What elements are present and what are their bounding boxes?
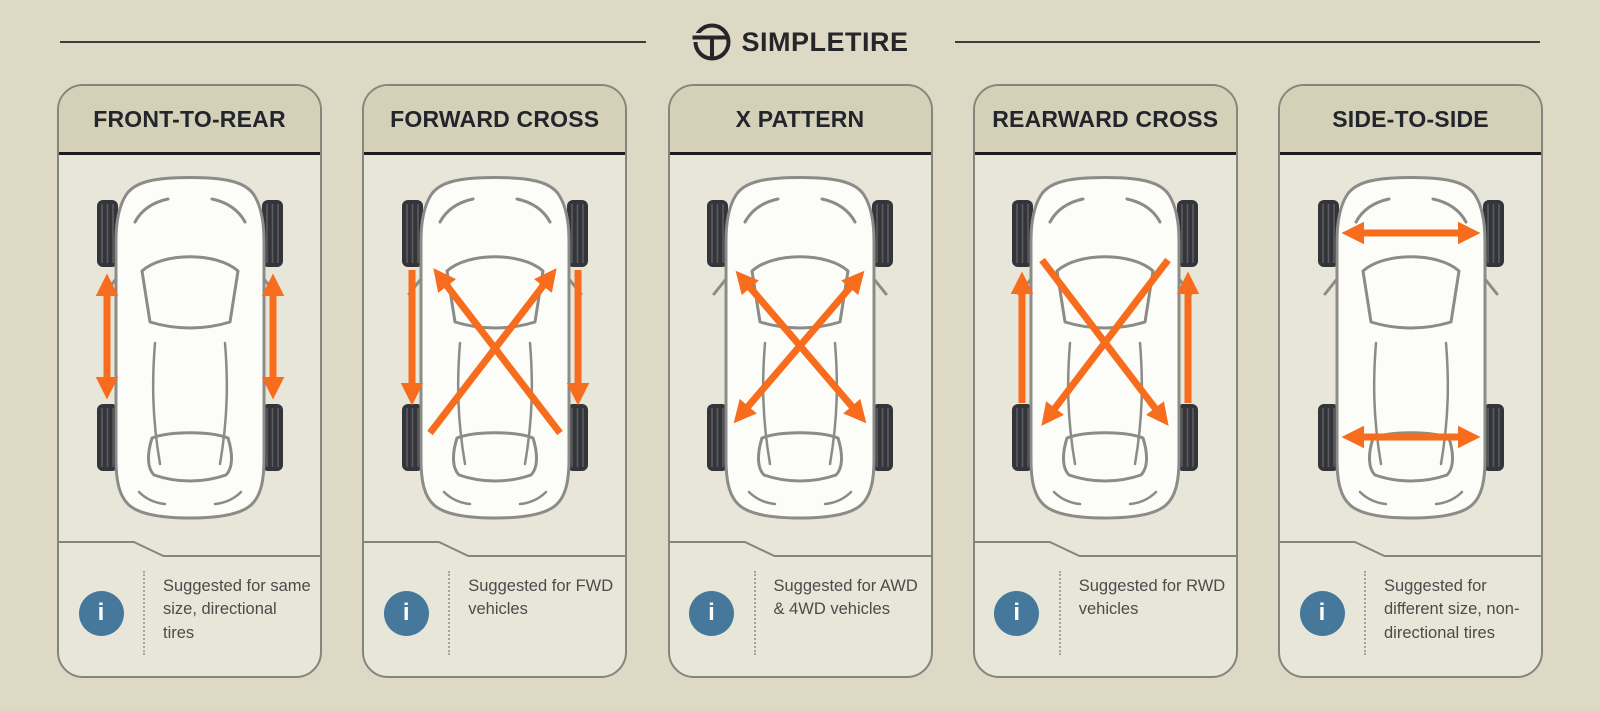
pattern-note: Suggested for RWD vehicles xyxy=(1078,577,1226,619)
dotted-separator xyxy=(143,571,145,655)
car-rotation-diagram-x-pattern xyxy=(685,175,915,521)
pattern-card-side-to-side: SIDE-TO-SIDE i Suggested for different s… xyxy=(1278,84,1543,678)
pattern-card-footer: i Suggested for AWD & 4WD vehicles xyxy=(670,558,931,676)
pattern-illustration-area xyxy=(975,155,1236,540)
brand-logo: SIMPLETIRE xyxy=(691,22,909,62)
info-icon: i xyxy=(1299,590,1345,636)
pattern-title: SIDE-TO-SIDE xyxy=(1332,105,1489,132)
info-icon-column: i xyxy=(59,571,143,655)
info-icon-glyph: i xyxy=(708,599,715,626)
pattern-card-header: REARWARD CROSS xyxy=(974,86,1236,155)
footer-notch-divider xyxy=(1280,541,1541,557)
pattern-card-front-to-rear: FRONT-TO-REAR i Suggested for same size,… xyxy=(57,84,322,678)
footer-notch-divider xyxy=(59,541,320,557)
car-rotation-diagram-front-to-rear xyxy=(75,175,305,521)
footer-notch-divider xyxy=(669,541,931,557)
dotted-separator xyxy=(448,571,451,655)
car-rotation-diagram-rearward-cross xyxy=(990,175,1220,521)
pattern-note: Suggested for same size, directional tir… xyxy=(163,577,311,642)
info-icon: i xyxy=(689,590,734,636)
pattern-illustration-area xyxy=(1280,155,1541,540)
pattern-card-x-pattern: X PATTERN i Suggested for AWD & 4WD vehi… xyxy=(667,84,933,678)
car-rotation-diagram-forward-cross xyxy=(380,175,610,521)
dotted-separator xyxy=(753,571,756,655)
info-icon-glyph: i xyxy=(1013,599,1021,626)
info-icon-column: i xyxy=(364,571,448,655)
header-rule-left xyxy=(60,41,646,43)
dotted-separator xyxy=(1364,571,1366,655)
rotation-pattern-cards: FRONT-TO-REAR i Suggested for same size,… xyxy=(0,84,1600,678)
car-rotation-diagram-side-to-side xyxy=(1296,175,1526,521)
pattern-illustration-area xyxy=(670,155,931,540)
pattern-illustration-area xyxy=(364,155,625,540)
header-rule-right xyxy=(954,41,1541,43)
pattern-card-footer: i Suggested for same size, directional t… xyxy=(59,558,320,676)
pattern-card-header: FRONT-TO-REAR xyxy=(59,86,320,155)
footer-notch-divider xyxy=(364,541,626,557)
footer-notch-divider xyxy=(974,541,1236,557)
page-header: SIMPLETIRE xyxy=(0,0,1600,84)
brand-name: SIMPLETIRE xyxy=(741,26,909,57)
pattern-card-footer: i Suggested for RWD vehicles xyxy=(975,558,1236,676)
pattern-note: Suggested for different size, non-direct… xyxy=(1384,577,1520,642)
info-icon-glyph: i xyxy=(402,599,410,626)
pattern-title: REARWARD CROSS xyxy=(992,105,1219,132)
pattern-title: FRONT-TO-REAR xyxy=(93,105,286,132)
pattern-card-forward-cross: FORWARD CROSS i Suggested for FWD vehicl… xyxy=(362,84,628,678)
info-icon-glyph: i xyxy=(97,599,105,626)
pattern-card-rearward-cross: REARWARD CROSS i Suggested for RWD vehic… xyxy=(972,84,1238,678)
info-icon-column: i xyxy=(975,571,1059,655)
info-icon: i xyxy=(383,590,429,636)
pattern-card-header: X PATTERN xyxy=(669,86,931,155)
info-icon-column: i xyxy=(670,571,754,655)
info-icon: i xyxy=(78,590,124,636)
pattern-title: X PATTERN xyxy=(735,105,865,132)
info-icon-glyph: i xyxy=(1318,599,1326,626)
pattern-card-footer: i Suggested for FWD vehicles xyxy=(364,558,625,676)
pattern-card-header: SIDE-TO-SIDE xyxy=(1280,86,1541,155)
pattern-illustration-area xyxy=(59,155,320,540)
info-icon: i xyxy=(994,590,1040,636)
pattern-note: Suggested for AWD & 4WD vehicles xyxy=(773,577,918,619)
simpletire-logo-icon xyxy=(691,23,730,61)
pattern-title: FORWARD CROSS xyxy=(390,105,600,132)
pattern-card-footer: i Suggested for different size, non-dire… xyxy=(1280,558,1541,676)
pattern-note: Suggested for FWD vehicles xyxy=(468,577,614,619)
pattern-card-header: FORWARD CROSS xyxy=(364,86,626,155)
info-icon-column: i xyxy=(1280,571,1364,655)
dotted-separator xyxy=(1058,571,1061,655)
